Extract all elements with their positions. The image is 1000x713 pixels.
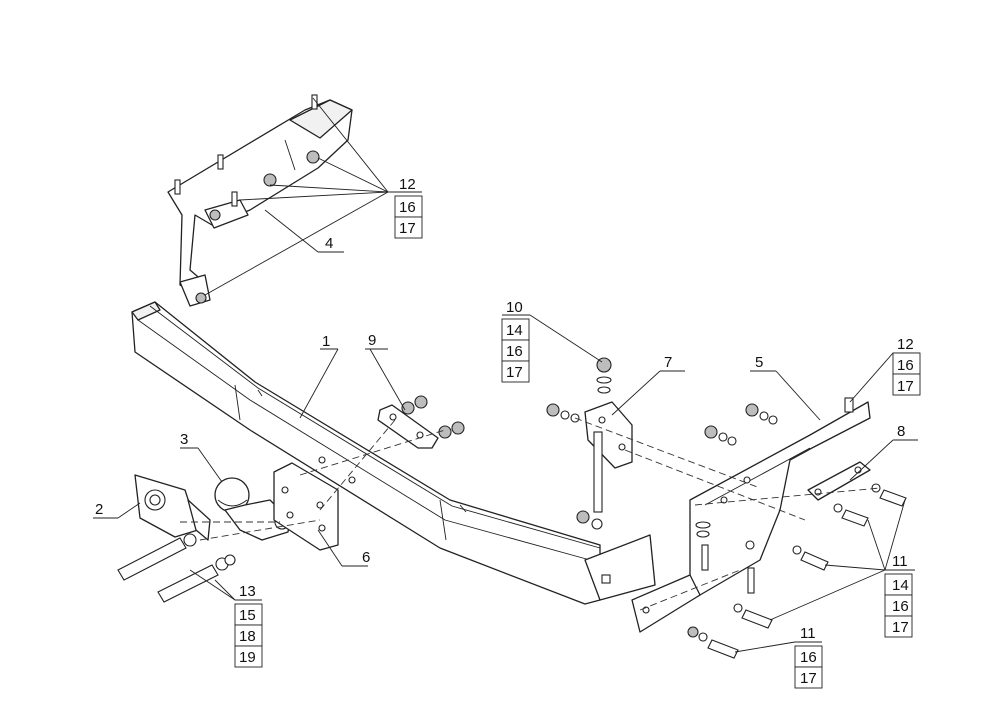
callout-2-label: 2 [95,501,103,518]
callout-17-label: 17 [897,378,914,395]
callout-17-label: 17 [800,670,817,687]
callout-17-label: 17 [399,220,416,237]
callout-stack-11-14-16-17: 11 14 16 17 [884,553,915,638]
callout-9-label: 9 [368,332,376,349]
callout-4: 4 [325,235,333,252]
callout-2: 2 [95,501,103,518]
callout-3: 3 [180,431,188,448]
callout-stack-13-15-18-19: 13 15 18 19 [234,583,263,668]
callout-stack-10-14-16-17: 10 14 16 17 [501,299,530,383]
callout-14-label: 14 [892,577,909,594]
long-bolts [117,533,236,603]
callout-stack-12-16-17-left: 12 16 17 [388,176,423,239]
callout-1: 1 [322,333,330,350]
callout-stack-12-16-17-right: 12 16 17 [892,336,921,396]
callout-12-label: 12 [399,176,416,193]
callout-14-label: 14 [506,322,523,339]
callout-16-label: 16 [399,199,416,216]
callout-9: 9 [368,332,376,349]
callout-19-label: 19 [239,649,256,666]
callout-16-label: 16 [800,649,817,666]
callout-8: 8 [897,423,905,440]
callout-17-label: 17 [506,364,523,381]
callout-16-label: 16 [506,343,523,360]
callout-17-label: 17 [892,619,909,636]
callout-6: 6 [362,549,370,566]
callout-7: 7 [664,354,672,371]
callout-5: 5 [755,354,763,371]
socket-plate [134,474,211,541]
callout-6-label: 6 [362,549,370,566]
right-side-bracket [631,397,871,633]
callout-1-label: 1 [322,333,330,350]
callout-7-label: 7 [664,354,672,371]
assembly-lines [180,417,881,611]
callout-13-label: 13 [239,583,256,600]
left-side-bracket [167,94,353,307]
cross-beam [131,301,656,605]
right-clamp-strip [807,461,871,501]
callout-15-label: 15 [239,607,256,624]
callout-8-label: 8 [897,423,905,440]
callout-5-label: 5 [755,354,763,371]
center-bracket [546,357,633,530]
callout-4-label: 4 [325,235,333,252]
mount-plate [273,462,339,551]
callout-16-label: 16 [897,357,914,374]
callout-18-label: 18 [239,628,256,645]
callout-11-label: 11 [892,553,908,570]
clamp-strip [377,395,465,449]
callout-stack-11-16-17: 11 16 17 [794,625,823,689]
leader-lines [93,97,918,653]
callout-16-label: 16 [892,598,909,615]
callout-3-label: 3 [180,431,188,448]
callout-12-label: 12 [897,336,914,353]
callout-10-label: 10 [506,299,523,316]
callout-11-label: 11 [800,625,816,642]
